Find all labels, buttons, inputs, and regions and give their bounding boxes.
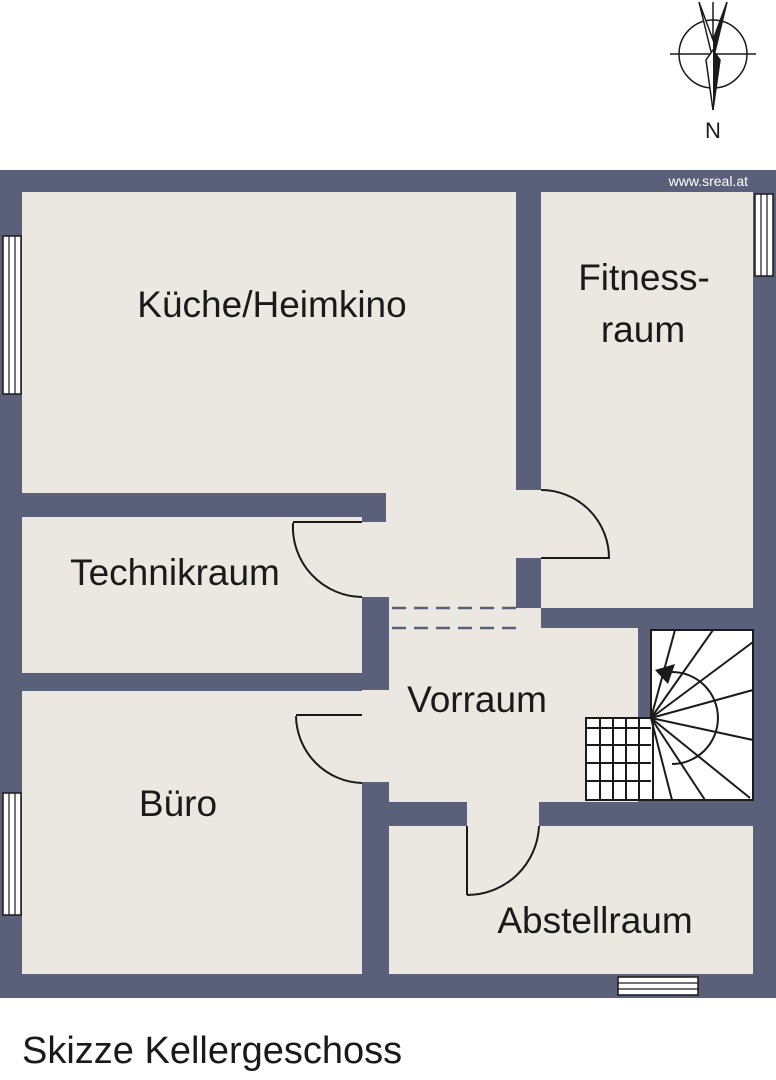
plan-caption: Skizze Kellergeschoss bbox=[22, 1030, 403, 1072]
door-buero-icon bbox=[295, 714, 363, 784]
window-icon bbox=[754, 193, 774, 277]
window-icon bbox=[617, 976, 699, 996]
watermark: www.sreal.at bbox=[668, 173, 748, 189]
label-buero: Büro bbox=[139, 783, 217, 824]
label-kueche: Küche/Heimkino bbox=[137, 284, 406, 325]
label-technik: Technikraum bbox=[70, 552, 280, 593]
compass-icon bbox=[670, 1, 756, 111]
room-technik bbox=[22, 517, 362, 673]
wall-segment bbox=[362, 597, 389, 690]
room-fitness bbox=[541, 192, 753, 608]
door-fitness-icon bbox=[540, 489, 610, 559]
window-icon bbox=[2, 792, 22, 916]
room-kueche bbox=[22, 192, 516, 493]
wall-segment bbox=[389, 802, 467, 826]
room-abstell bbox=[389, 826, 753, 974]
window-icon bbox=[2, 235, 22, 395]
door-technik-icon bbox=[291, 521, 363, 598]
wall-segment bbox=[516, 558, 541, 608]
staircase-icon bbox=[585, 628, 754, 802]
wall-segment bbox=[541, 608, 753, 628]
wall-segment bbox=[362, 782, 389, 974]
label-abstell: Abstellraum bbox=[497, 900, 692, 941]
label-fitness-line2: raum bbox=[601, 309, 685, 350]
label-vorraum: Vorraum bbox=[407, 679, 547, 720]
wall-segment bbox=[539, 802, 753, 826]
label-fitness-line1: Fitness- bbox=[578, 257, 710, 298]
door-abstell-icon bbox=[466, 825, 540, 897]
north-label: N bbox=[705, 118, 721, 143]
room-buero bbox=[22, 691, 362, 974]
